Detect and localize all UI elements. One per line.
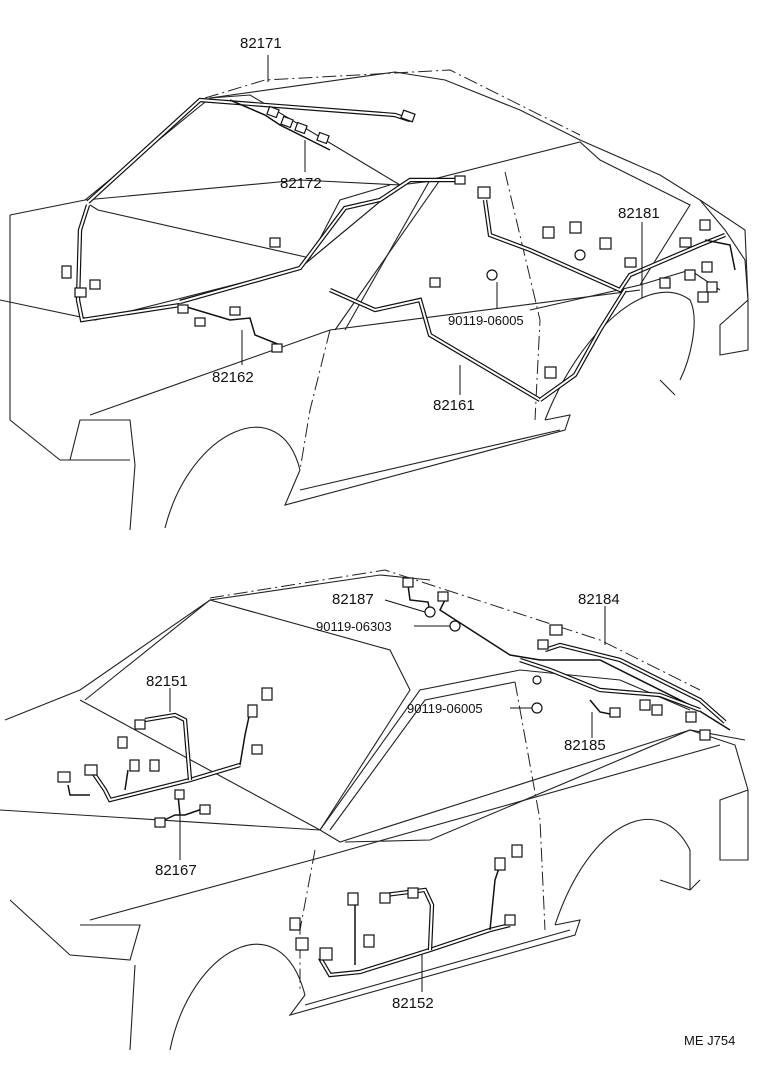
bottom-leaders (169, 599, 606, 992)
label-82181: 82181 (618, 205, 660, 222)
top-labels: 82171 82172 82181 90119-06005 82162 8216… (212, 35, 660, 414)
top-connectors (61, 105, 718, 379)
label-82161: 82161 (433, 397, 475, 414)
bottom-car-body (0, 569, 749, 1051)
top-leaders (241, 55, 643, 395)
label-82171: 82171 (240, 35, 282, 52)
label-82162: 82162 (212, 369, 254, 386)
label-82152: 82152 (392, 995, 434, 1012)
label-82167: 82167 (155, 862, 197, 879)
diagram-code: ME J754 (684, 1033, 735, 1048)
label-82187: 82187 (332, 591, 374, 608)
label-90119-06005-top: 90119-06005 (448, 313, 524, 328)
label-82184: 82184 (578, 591, 620, 608)
bottom-harnesses (67, 584, 731, 978)
top-car-body (0, 69, 749, 531)
label-90119-06303: 90119-06303 (316, 619, 392, 634)
top-harnesses (75, 97, 736, 402)
label-82185: 82185 (564, 737, 606, 754)
bottom-labels: 82187 90119-06303 82184 82151 90119-0600… (146, 591, 620, 1012)
label-82172: 82172 (280, 175, 322, 192)
label-90119-06005-bottom: 90119-06005 (407, 701, 483, 716)
label-82151: 82151 (146, 673, 188, 690)
